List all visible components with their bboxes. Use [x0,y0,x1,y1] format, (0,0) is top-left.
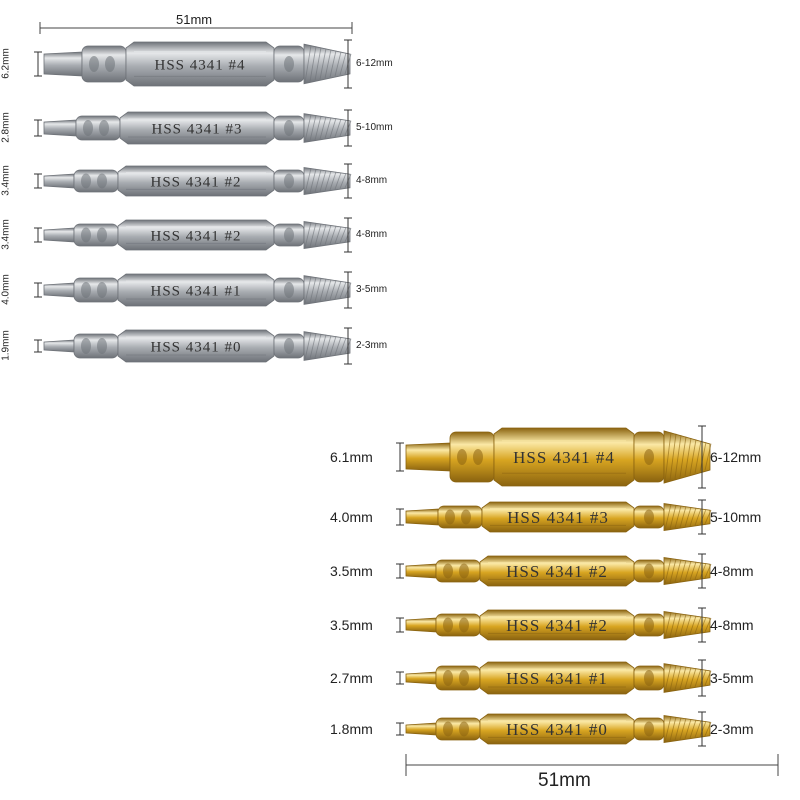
silver-bit-5-drill-diameter: 4.0mm [0,274,12,305]
gold-bit-1-range-bracket [698,425,706,489]
gold-bit-5-engraving: HSS 4341 #1 [506,669,608,688]
silver-bit-5: HSS 4341 #1 4.0mm 3-5mm [0,270,444,310]
gold-bit-3: HSS 4341 #2 3.5mm 4-8mm [320,552,798,590]
gold-bit-2-screw-range: 5-10mm [710,508,762,525]
gold-bit-2-range-bracket [698,499,706,535]
silver-dimension-lines [39,22,353,34]
silver-bit-4-range-bracket [344,217,352,253]
silver-bit-2-screw-range: 5-10mm [356,122,393,133]
gold-bit-3-range-bracket [698,553,706,589]
silver-length-label: 51mm [176,12,213,27]
silver-bit-6-range-bracket [344,327,352,365]
gold-bit-4-screw-range: 4-8mm [710,616,754,633]
silver-bit-1-screw-range: 6-12mm [356,58,393,69]
silver-bit-3-engraving: HSS 4341 #2 [150,174,241,190]
silver-bit-2-engraving: HSS 4341 #3 [151,121,242,137]
silver-bit-1-body: HSS 4341 #4 [34,41,352,87]
gold-bit-2-body: HSS 4341 #3 [396,501,712,533]
silver-bit-5-body: HSS 4341 #1 [34,273,352,307]
silver-bit-2: HSS 4341 #3 2.8mm 5-10mm [0,108,444,148]
gold-bit-5-range-bracket [698,659,706,697]
gold-length-label: 51mm [538,770,591,791]
silver-bit-4-body: HSS 4341 #2 [34,219,352,251]
silver-bit-4-drill-diameter: 3.4mm [0,219,12,250]
gold-bit-1: HSS 4341 #4 6.1mm 6-12mm [320,424,798,490]
silver-bit-1-engraving: HSS 4341 #4 [154,57,245,73]
gold-bit-4-engraving: HSS 4341 #2 [506,616,608,635]
gold-bit-1-body: HSS 4341 #4 [396,427,712,487]
gold-bit-4: HSS 4341 #2 3.5mm 4-8mm [320,606,798,644]
gold-bit-5-screw-range: 3-5mm [710,669,754,686]
gold-bit-6-range-bracket [698,711,706,747]
gold-bit-4-body: HSS 4341 #2 [396,609,712,641]
silver-bit-4-screw-range: 4-8mm [356,229,388,240]
gold-bit-1-drill-diameter: 6.1mm [330,448,373,465]
gold-bit-6: HSS 4341 #0 1.8mm 2-3mm [320,710,798,748]
gold-bit-5-body: HSS 4341 #1 [396,661,712,695]
gold-bit-3-drill-diameter: 3.5mm [330,562,373,579]
gold-bit-3-screw-range: 4-8mm [710,562,754,579]
silver-bit-6-screw-range: 2-3mm [356,340,388,351]
gold-bit-5: HSS 4341 #1 2.7mm 3-5mm [320,658,798,698]
silver-bit-3-body: HSS 4341 #2 [34,165,352,197]
gold-bit-4-range-bracket [698,607,706,643]
gold-bit-2: HSS 4341 #3 4.0mm 5-10mm [320,498,798,536]
silver-bit-3: HSS 4341 #2 3.4mm 4-8mm [0,162,444,200]
silver-bit-2-drill-diameter: 2.8mm [0,112,12,143]
silver-bit-4: HSS 4341 #2 3.4mm 4-8mm [0,216,444,254]
silver-bit-5-screw-range: 3-5mm [356,284,388,295]
silver-bit-4-engraving: HSS 4341 #2 [150,228,241,244]
gold-bit-3-engraving: HSS 4341 #2 [506,562,608,581]
gold-bit-6-drill-diameter: 1.8mm [330,720,373,737]
gold-bit-6-screw-range: 2-3mm [710,720,754,737]
silver-bit-5-range-bracket [344,271,352,309]
silver-bit-1-drill-diameter: 6.2mm [0,48,12,79]
gold-bit-2-engraving: HSS 4341 #3 [507,508,609,527]
gold-bit-2-drill-diameter: 4.0mm [330,508,373,525]
gold-bit-6-body: HSS 4341 #0 [396,713,712,745]
silver-bit-2-range-bracket [344,109,352,147]
gold-bit-1-screw-range: 6-12mm [710,448,762,465]
silver-bit-6-drill-diameter: 1.9mm [0,330,12,361]
silver-bit-1: HSS 4341 #4 6.2mm 6-12mm [0,38,444,90]
silver-bit-2-body: HSS 4341 #3 [34,111,352,145]
gold-bit-4-drill-diameter: 3.5mm [330,616,373,633]
gold-bit-3-body: HSS 4341 #2 [396,555,712,587]
silver-bit-3-range-bracket [344,163,352,199]
silver-bit-6-engraving: HSS 4341 #0 [150,339,241,355]
silver-bit-5-engraving: HSS 4341 #1 [150,283,241,299]
gold-bit-5-drill-diameter: 2.7mm [330,669,373,686]
silver-bit-3-drill-diameter: 3.4mm [0,165,12,196]
silver-bit-3-screw-range: 4-8mm [356,175,388,186]
silver-bit-1-range-bracket [344,39,352,89]
silver-bit-6: HSS 4341 #0 1.9mm 2-3mm [0,326,444,366]
gold-bit-1-engraving: HSS 4341 #4 [513,448,615,467]
silver-bit-6-body: HSS 4341 #0 [34,329,352,363]
gold-dimension-lines [405,754,779,776]
gold-bit-6-engraving: HSS 4341 #0 [506,720,608,739]
